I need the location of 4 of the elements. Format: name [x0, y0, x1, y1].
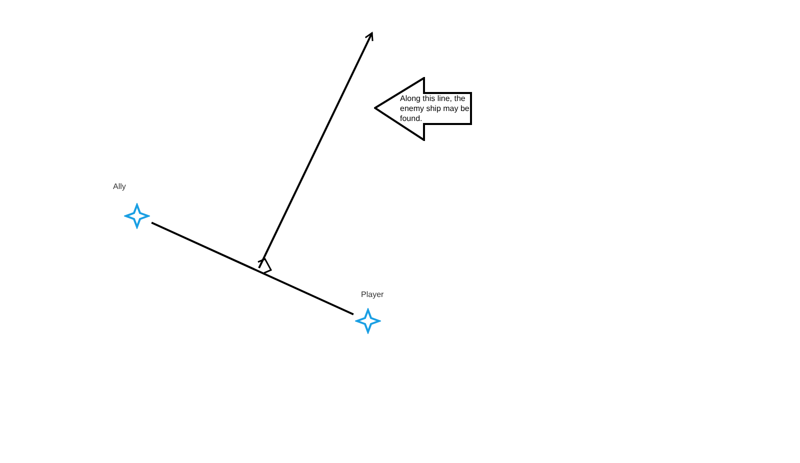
point-label: Player — [361, 290, 384, 299]
connecting-line — [151, 222, 354, 316]
callout-text: Along this line, the enemy ship may be found. — [400, 94, 470, 124]
point-label: Ally — [113, 182, 126, 191]
